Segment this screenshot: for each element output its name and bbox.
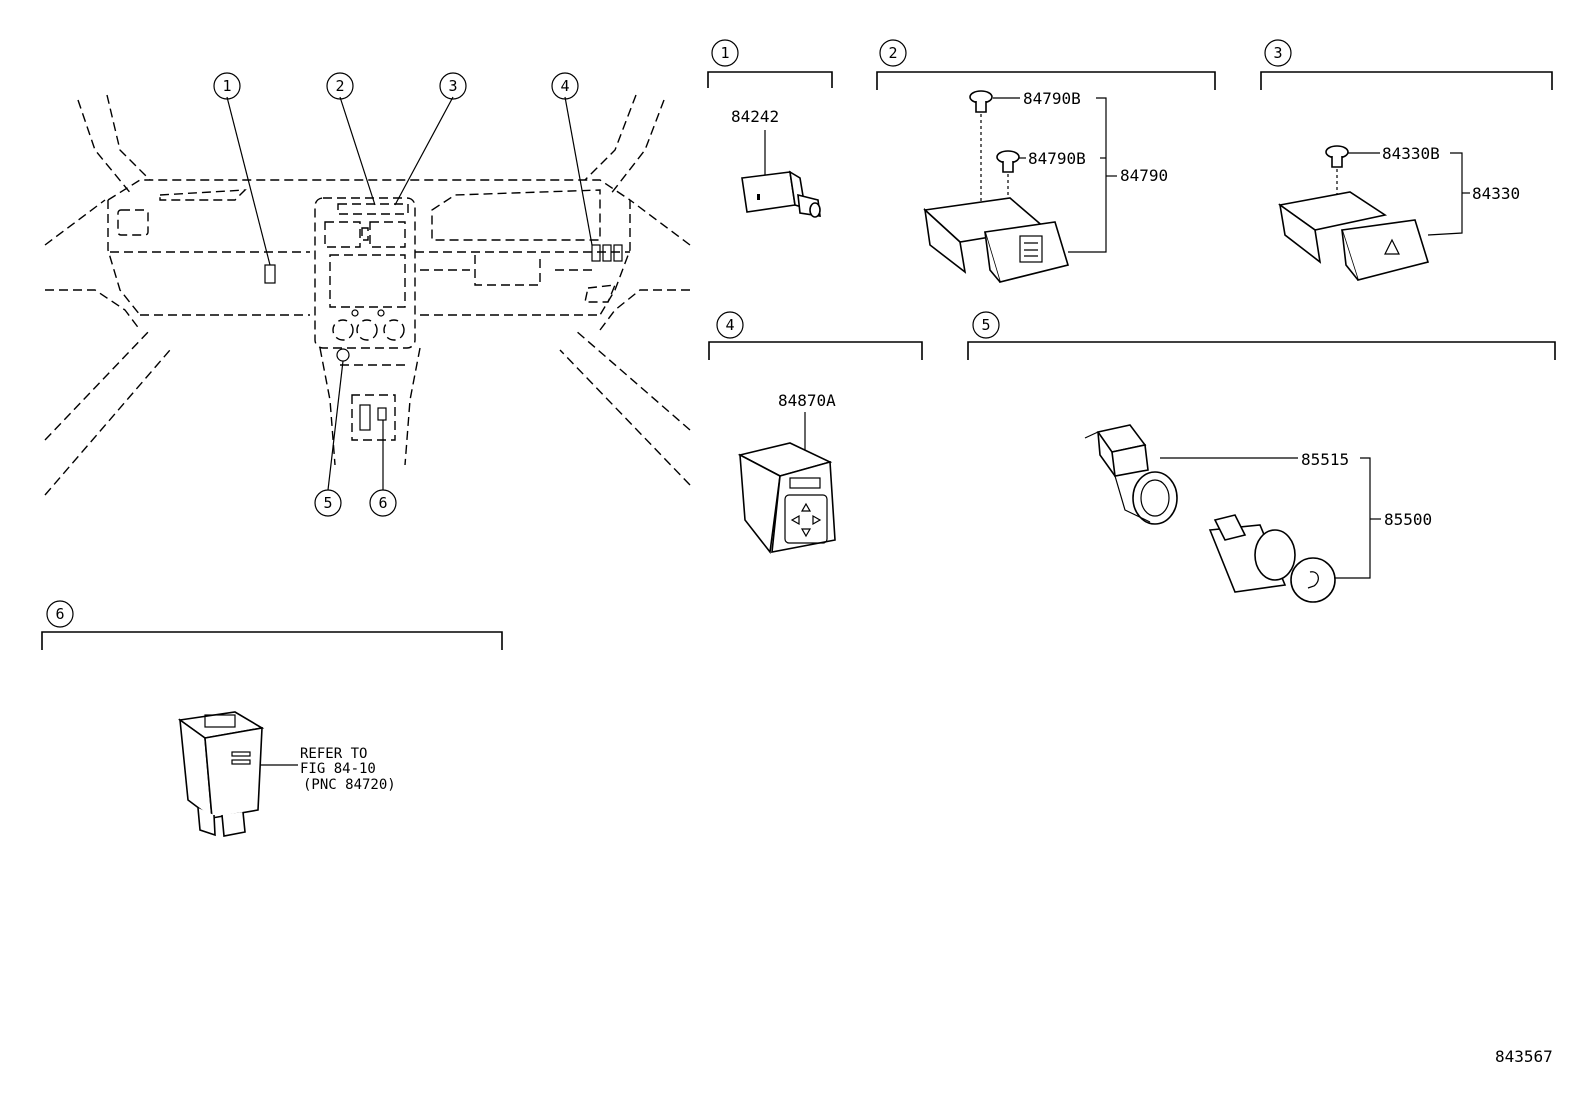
cigarette-lighter-drawing [1208, 514, 1336, 603]
callout-6: 6 [369, 489, 397, 517]
svg-text:1: 1 [222, 77, 231, 95]
dashboard-overview [44, 94, 691, 496]
callout-4: 4 [551, 72, 579, 100]
svg-text:5: 5 [323, 494, 332, 512]
section-2: 2 84790B 84790B 84790 [876, 39, 1216, 283]
switch-84720-drawing [177, 711, 265, 837]
svg-text:3: 3 [1273, 44, 1282, 62]
mirror-switch-drawing [737, 442, 836, 554]
section-4: 4 84870A [708, 311, 923, 554]
lighter-socket-drawing [1084, 424, 1178, 525]
callout-5: 5 [314, 489, 342, 517]
part-number: 85500 [1384, 510, 1432, 529]
svg-text:6: 6 [55, 605, 64, 623]
figure-code: 843567 [1495, 1047, 1553, 1066]
section-6: 6 REFER TO FIG 84-10 (PNC 84720) [41, 600, 503, 837]
part-number: 84790B [1028, 149, 1086, 168]
part-number: 84790B [1023, 89, 1081, 108]
part-number: 84790 [1120, 166, 1168, 185]
section-5: 5 85515 85500 [967, 311, 1556, 603]
reference-note-line-2: FIG 84-10 [300, 761, 376, 777]
reference-note-line-3: (PNC 84720) [303, 777, 396, 793]
svg-text:2: 2 [888, 44, 897, 62]
callout-1: 1 [213, 72, 241, 100]
part-number: 85515 [1301, 450, 1349, 469]
svg-text:5: 5 [981, 316, 990, 334]
reference-note-line-1: REFER TO [300, 746, 367, 762]
svg-text:3: 3 [448, 77, 457, 95]
part-number: 84330 [1472, 184, 1520, 203]
clip-icon [969, 90, 993, 113]
switch-84790-drawing [923, 197, 1070, 283]
section-3: 3 84330B 84330 [1260, 39, 1553, 281]
callout-2: 2 [326, 72, 354, 100]
part-number: 84242 [731, 107, 779, 126]
svg-text:6: 6 [378, 494, 387, 512]
svg-text:4: 4 [560, 77, 569, 95]
section-1: 1 84242 [707, 39, 833, 218]
svg-text:4: 4 [725, 316, 734, 334]
callout-3: 3 [439, 72, 467, 100]
switch-84242-drawing [741, 170, 821, 218]
part-number: 84870A [778, 391, 836, 410]
hazard-switch-drawing [1278, 191, 1430, 281]
svg-text:2: 2 [335, 77, 344, 95]
clip-icon [996, 150, 1020, 173]
clip-icon [1325, 145, 1349, 168]
svg-text:1: 1 [720, 44, 729, 62]
part-number: 84330B [1382, 144, 1440, 163]
